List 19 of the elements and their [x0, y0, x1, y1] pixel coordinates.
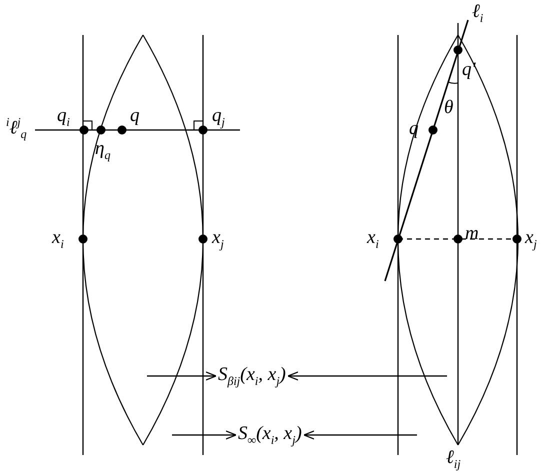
angle-label: θ	[444, 98, 454, 117]
point-label: q	[130, 106, 140, 125]
point-label: x$_{j}$	[525, 228, 537, 250]
point-label: q$_{j}$	[212, 106, 225, 128]
point-label: x$_{j}$	[212, 228, 224, 250]
point-label: q$_{i}$	[57, 106, 70, 128]
point-label: x$_{i}$	[367, 228, 379, 250]
line-label: ℓ$_{i}$	[472, 2, 484, 24]
set-label: S$_{∞}$(x$_{i}$, x$_{j}$)	[238, 424, 302, 446]
arrow	[287, 371, 447, 381]
line-label: ℓ$_{ij}$	[446, 448, 461, 470]
point-label: q′	[462, 60, 476, 79]
arrow	[147, 371, 217, 381]
point-label: x$_{i}$	[52, 228, 64, 250]
arrow	[303, 430, 417, 440]
point-label: η$_{q}$	[95, 139, 110, 161]
point-label: m	[465, 224, 479, 243]
arrow	[172, 430, 237, 440]
set-label: S$_{βij}$(x$_{i}$, x$_{j}$)	[218, 365, 286, 387]
